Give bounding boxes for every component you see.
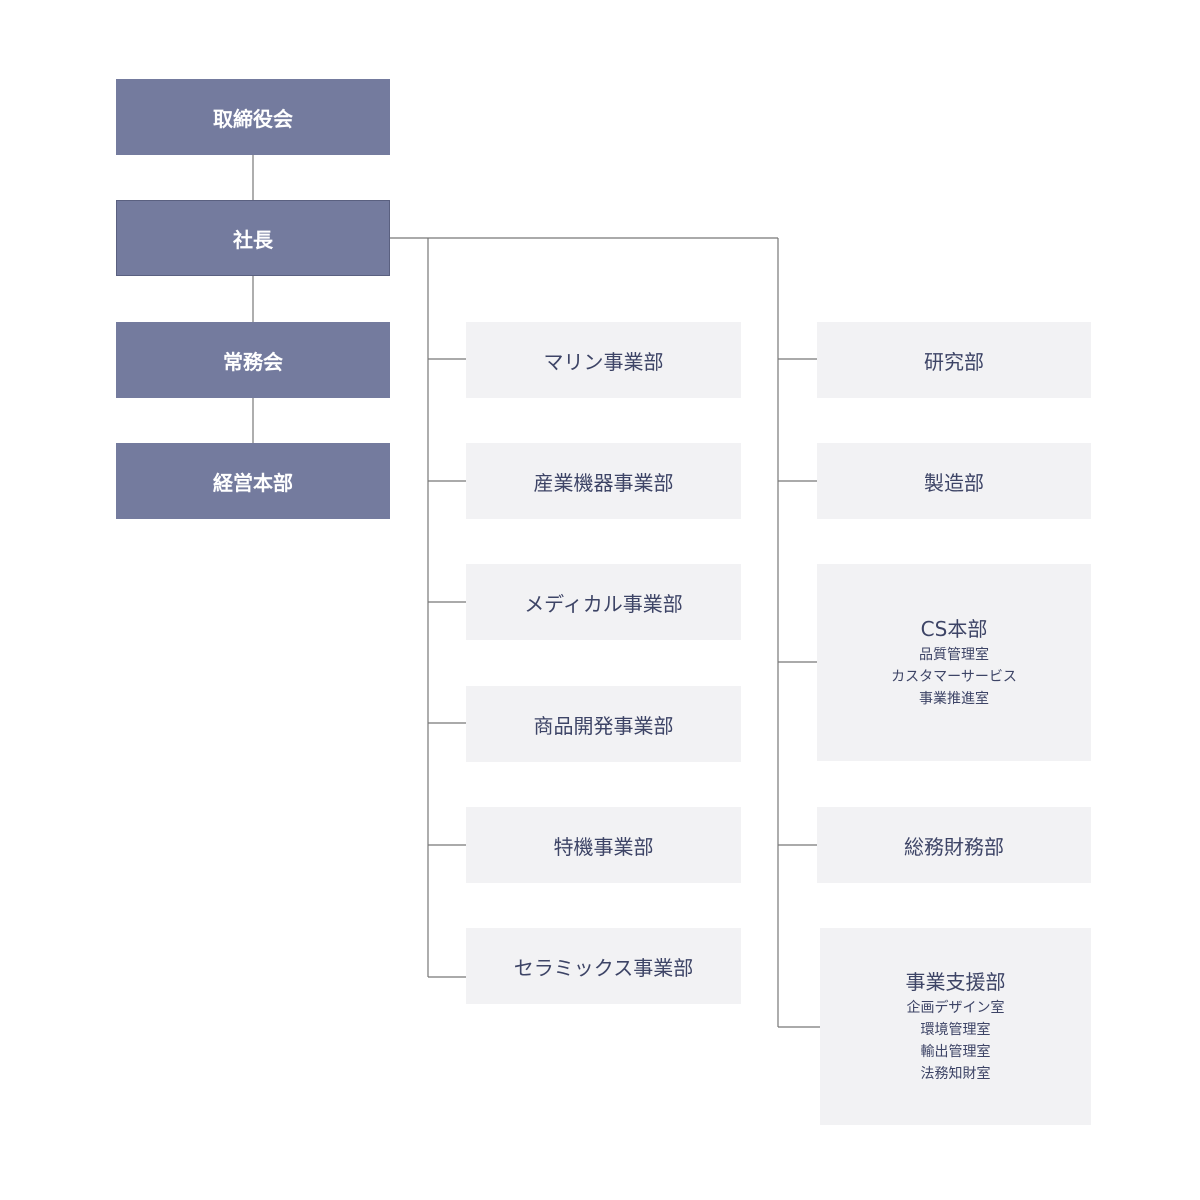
dept-label: 総務財務部: [904, 834, 1004, 859]
division-label: メディカル事業部: [524, 591, 683, 616]
sub-office-item: 事業推進室: [918, 690, 989, 707]
sub-office-item: 品質管理室: [918, 646, 989, 663]
dept-box-business-support: 事業支援部 企画デザイン室 環境管理室 輸出管理室 法務知財室: [820, 928, 1091, 1125]
sub-office-list: 品質管理室 カスタマーサービス 事業推進室: [891, 644, 1017, 710]
president-box: 社長: [116, 200, 390, 276]
sub-office-item: 環境管理室: [920, 1021, 991, 1038]
division-box-ceramics: セラミックス事業部: [466, 928, 741, 1004]
management-hq-label: 経営本部: [213, 470, 293, 495]
executive-committee-box: 常務会: [116, 322, 390, 398]
dept-box-manufacturing: 製造部: [817, 443, 1091, 519]
dept-box-cs: CS本部 品質管理室 カスタマーサービス 事業推進室: [817, 564, 1091, 761]
sub-office-item: 法務知財室: [920, 1065, 991, 1082]
dept-label: 事業支援部: [905, 969, 1006, 994]
board-box: 取締役会: [116, 79, 390, 155]
division-box-industrial: 産業機器事業部: [466, 443, 741, 519]
dept-box-research: 研究部: [817, 322, 1091, 398]
dept-label: 研究部: [924, 349, 984, 374]
division-box-marine: マリン事業部: [466, 322, 741, 398]
president-label: 社長: [233, 227, 273, 252]
division-box-product-dev: 商品開発事業部: [466, 686, 741, 762]
sub-office-item: カスタマーサービス: [891, 668, 1017, 685]
division-label: 特機事業部: [553, 834, 654, 859]
sub-office-item: 企画デザイン室: [906, 999, 1005, 1016]
division-label: マリン事業部: [543, 349, 664, 374]
division-label: 産業機器事業部: [533, 470, 674, 495]
management-hq-box: 経営本部: [116, 443, 390, 519]
dept-label: CS本部: [920, 616, 988, 641]
executive-committee-label: 常務会: [223, 349, 283, 374]
sub-office-item: 輸出管理室: [920, 1043, 991, 1060]
sub-office-list: 企画デザイン室 環境管理室 輸出管理室 法務知財室: [907, 997, 1005, 1085]
division-box-medical: メディカル事業部: [466, 564, 741, 640]
division-label: 商品開発事業部: [533, 713, 674, 738]
division-label: セラミックス事業部: [513, 955, 694, 980]
dept-box-general-affairs: 総務財務部: [817, 807, 1091, 883]
board-label: 取締役会: [213, 106, 293, 131]
dept-label: 製造部: [924, 470, 984, 495]
division-box-special: 特機事業部: [466, 807, 741, 883]
